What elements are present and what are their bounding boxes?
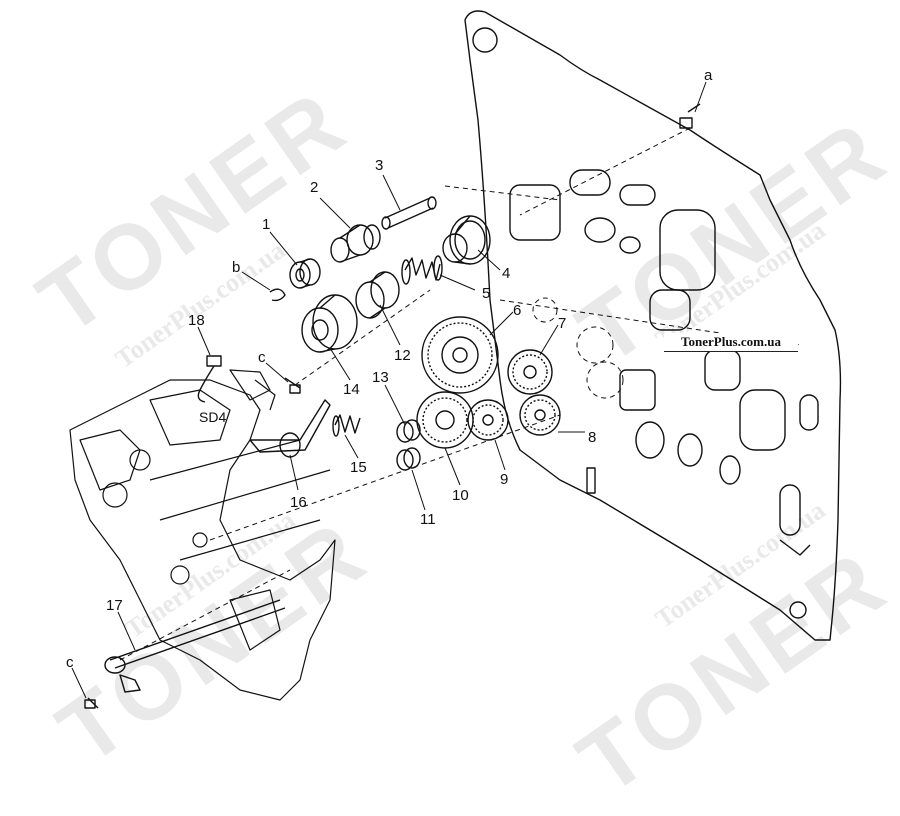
screw-c-lower xyxy=(84,697,99,709)
part-18-connector xyxy=(197,355,222,403)
callout-5: 5 xyxy=(482,285,491,302)
plate-cutout-2 xyxy=(569,169,611,196)
plate-slot xyxy=(586,467,596,494)
site-url-label: TonerPlus.com.ua xyxy=(664,333,798,352)
part-8-gear xyxy=(519,394,561,436)
callout-a: a xyxy=(704,67,713,84)
plate-hole-bottom xyxy=(789,601,807,619)
part-12-sleeve xyxy=(355,271,400,319)
plate-cutout-12 xyxy=(677,433,703,467)
part-2-clutch xyxy=(330,224,381,263)
callout-17: 17 xyxy=(106,597,123,614)
plate-hole-top xyxy=(472,27,498,53)
callout-13: 13 xyxy=(372,369,389,386)
part-16-lever xyxy=(249,399,331,458)
plate-cutout-9 xyxy=(704,349,741,391)
callout-2: 2 xyxy=(310,179,319,196)
plate-cutout-13 xyxy=(719,455,741,485)
part-10-gear xyxy=(416,391,474,449)
callout-10: 10 xyxy=(452,487,469,504)
part-15-spring xyxy=(332,414,361,437)
callout-3: 3 xyxy=(375,157,384,174)
part-1-bushing xyxy=(289,258,321,289)
plate-cutout-5 xyxy=(649,289,691,331)
part-5-spring xyxy=(401,255,443,285)
plate-cutout-4 xyxy=(659,209,716,291)
side-plate xyxy=(464,10,842,641)
callout-18: 18 xyxy=(188,312,205,329)
exploded-parts-diagram xyxy=(69,10,842,709)
part-14-pulley xyxy=(301,294,358,353)
plate-cutout-11 xyxy=(635,421,665,459)
plate-tab xyxy=(779,539,811,556)
part-13-bushing xyxy=(396,419,421,443)
screw-c-upper xyxy=(284,377,301,394)
callout-b: b xyxy=(232,259,241,276)
callout-8: 8 xyxy=(588,429,597,446)
callout-c-upper: c xyxy=(258,349,266,366)
plate-cutout-14 xyxy=(779,484,801,536)
part-4-gear xyxy=(442,215,491,265)
part-11-bushing xyxy=(396,447,421,471)
housing-frame xyxy=(69,369,336,701)
plate-cutout-7 xyxy=(619,236,641,254)
plate-cutout-8 xyxy=(619,369,656,411)
callout-11: 11 xyxy=(420,511,436,528)
callout-4: 4 xyxy=(502,265,511,282)
callout-1: 1 xyxy=(262,216,271,233)
plate-cutout-1 xyxy=(509,184,561,241)
callout-14: 14 xyxy=(343,381,360,398)
part-3-shaft xyxy=(381,196,437,230)
screw-a xyxy=(679,103,701,129)
part-7-gear xyxy=(507,349,553,395)
part-9-gear xyxy=(467,399,509,441)
plate-cutout-6 xyxy=(584,217,616,243)
plate-cutout-10 xyxy=(739,389,786,451)
callout-15: 15 xyxy=(350,459,367,476)
clip-b xyxy=(269,288,286,302)
plate-cutout-15 xyxy=(799,394,819,431)
connector-label-sd4: SD4 xyxy=(199,409,227,425)
part-6-large-gear xyxy=(421,316,499,394)
plate-cutout-3 xyxy=(619,184,656,206)
callout-6: 6 xyxy=(513,302,522,319)
part-17-shaft xyxy=(104,599,286,693)
callout-16: 16 xyxy=(290,494,307,511)
callout-7: 7 xyxy=(558,315,567,332)
callout-c-lower: c xyxy=(66,654,74,671)
callout-9: 9 xyxy=(500,471,509,488)
callout-12: 12 xyxy=(394,347,411,364)
